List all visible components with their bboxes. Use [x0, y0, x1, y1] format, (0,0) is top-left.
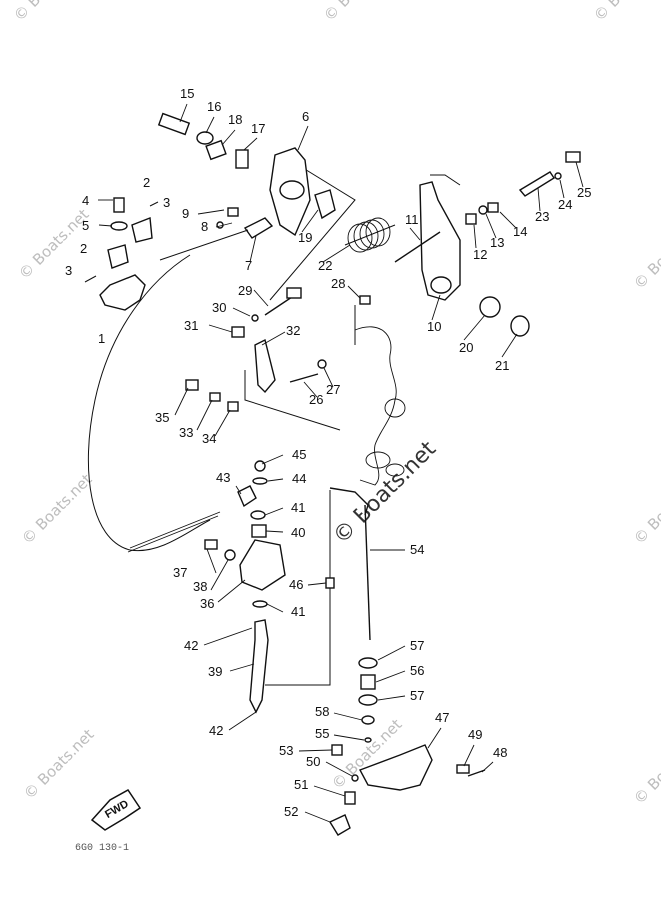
callout: 37 [173, 565, 187, 580]
callout: 4 [82, 193, 89, 208]
control-cable [87, 254, 211, 552]
watermark: © Boats.net [20, 725, 98, 803]
callout: 15 [180, 86, 194, 101]
callout: 23 [535, 209, 549, 224]
callout: 12 [473, 247, 487, 262]
callout: 26 [309, 392, 323, 407]
callout: 14 [513, 224, 527, 239]
watermark: © Boats.net [320, 0, 398, 25]
callout: 31 [184, 318, 198, 333]
callout: 40 [291, 525, 305, 540]
callout: 25 [577, 185, 591, 200]
callout: 11 [405, 212, 419, 227]
callout: 17 [251, 121, 265, 136]
callout: 19 [298, 230, 312, 245]
callout: 32 [286, 323, 300, 338]
callout: 21 [495, 358, 509, 373]
callout: 35 [155, 410, 169, 425]
callout: 18 [228, 112, 242, 127]
callout: 51 [294, 777, 308, 792]
callout: 36 [200, 596, 214, 611]
callout: 52 [284, 804, 298, 819]
callout: 16 [207, 99, 221, 114]
reference-lines [244, 159, 461, 686]
bracket-assembly [84, 197, 159, 311]
callout: 41 [291, 500, 305, 515]
callout: 9 [182, 206, 189, 221]
callout-labels: 1 2 2 3 3 4 5 6 7 8 9 10 11 12 13 14 15 … [65, 86, 591, 819]
watermark: © Boats.net [630, 470, 661, 548]
callout: 28 [331, 276, 345, 291]
callout: 34 [202, 431, 216, 446]
callout: 44 [292, 471, 306, 486]
callout: 20 [459, 340, 473, 355]
linkage-small-parts [465, 151, 581, 225]
callout: 57 [410, 688, 424, 703]
callout: 5 [82, 218, 89, 233]
shift-rod-assembly [325, 487, 378, 706]
callout: 53 [279, 743, 293, 758]
callout-leaders [98, 103, 584, 823]
callout: 54 [410, 542, 424, 557]
callout: 2 [143, 175, 150, 190]
callout: 27 [326, 382, 340, 397]
callout: 10 [427, 319, 441, 334]
callout: 48 [493, 745, 507, 760]
footer-code: 6G0 130-1 [75, 843, 129, 854]
callout: 39 [208, 664, 222, 679]
callout: 30 [212, 300, 226, 315]
throttle-lever [394, 181, 530, 337]
mounting-bracket [354, 326, 406, 486]
callout: 8 [201, 219, 208, 234]
callout: 7 [245, 258, 252, 273]
watermark: © Boats.net [630, 730, 661, 808]
watermark: © Boats.net [630, 215, 661, 293]
callout: 45 [292, 447, 306, 462]
bottom-lever-assembly [328, 715, 486, 836]
callout: 13 [490, 235, 504, 250]
callout: 42 [209, 723, 223, 738]
torsion-spring [344, 217, 396, 253]
callout: 43 [216, 470, 230, 485]
callout: 58 [315, 704, 329, 719]
mid-linkage [185, 287, 371, 412]
callout: 22 [318, 258, 332, 273]
watermark-layer: © Boats.net © Boats.net © Boats.net © Bo… [10, 0, 661, 808]
cable-end [127, 511, 221, 553]
callout: 55 [315, 726, 329, 741]
watermark: © Boats.net [10, 0, 88, 25]
watermark: © Boats.net [590, 0, 661, 25]
callout: 41 [291, 604, 305, 619]
link-assembly [159, 207, 274, 261]
callout: 46 [289, 577, 303, 592]
callout: 38 [193, 579, 207, 594]
watermark: © Boats.net [18, 470, 96, 548]
throttle-cam-assembly [157, 112, 336, 237]
callout: 49 [468, 727, 482, 742]
callout: 1 [98, 331, 105, 346]
fwd-arrow: FWD [90, 789, 142, 831]
callout: 56 [410, 663, 424, 678]
callout: 42 [184, 638, 198, 653]
callout: 3 [163, 195, 170, 210]
callout: 6 [302, 109, 309, 124]
callout: 3 [65, 263, 72, 278]
callout: 33 [179, 425, 193, 440]
callout: 29 [238, 283, 252, 298]
callout: 24 [558, 197, 572, 212]
callout: 50 [306, 754, 320, 769]
callout: 47 [435, 710, 449, 725]
callout: 57 [410, 638, 424, 653]
callout: 2 [80, 241, 87, 256]
